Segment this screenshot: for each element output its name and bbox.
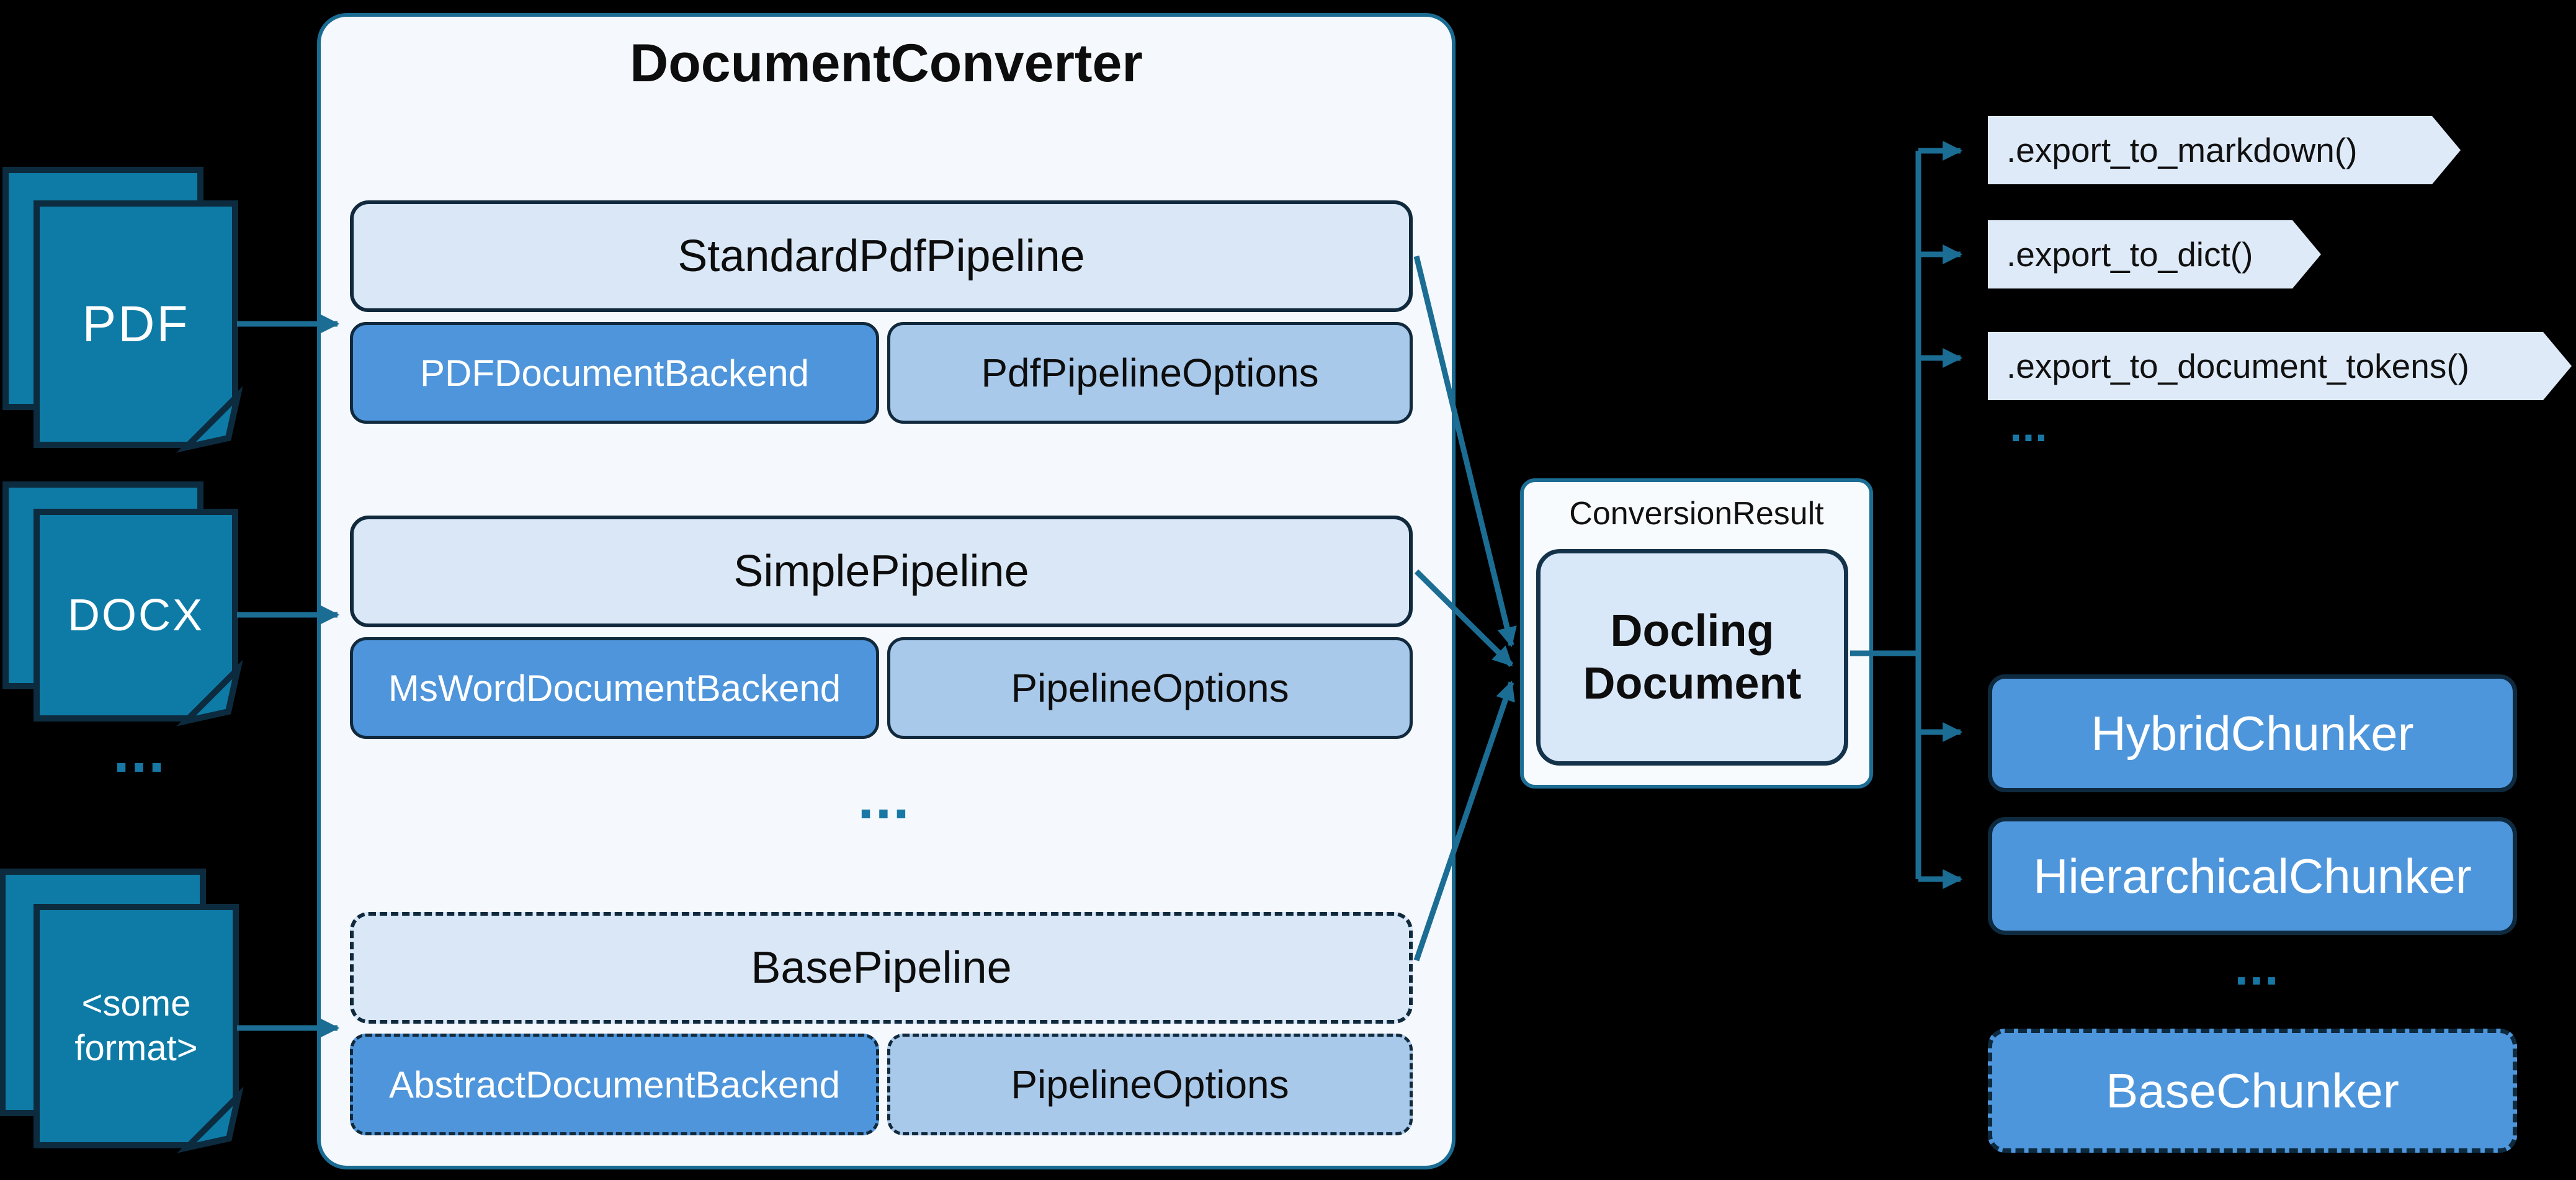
exports-ellipsis: ... <box>2010 402 2048 450</box>
chunker-hybrid-label: HybridChunker <box>2091 705 2414 761</box>
chunker-hybrid: HybridChunker <box>1988 674 2517 792</box>
pipeline-simple-label: SimplePipeline <box>733 547 1029 596</box>
someformat-label: <some format> <box>74 983 198 1069</box>
docx-label: DOCX <box>67 590 205 640</box>
chunker-hierarchical: HierarchicalChunker <box>1988 817 2517 935</box>
backend-pdf-document-label: PDFDocumentBackend <box>420 352 809 394</box>
backend-pdf-document: PDFDocumentBackend <box>350 322 879 424</box>
pipeline-base-label: BasePipeline <box>751 943 1012 993</box>
pipeline-simple: SimplePipeline <box>350 516 1413 627</box>
pipeline-standard-pdf: StandardPdfPipeline <box>350 200 1413 312</box>
options-pdf-pipeline: PdfPipelineOptions <box>887 322 1413 424</box>
export-tag-markdown-label: .export_to_markdown() <box>2006 131 2358 169</box>
options-pipeline: PipelineOptions <box>887 637 1413 739</box>
options-pipeline-label: PipelineOptions <box>1011 666 1289 710</box>
export-tag-dict: .export_to_dict() <box>1988 220 2321 288</box>
backend-abstract-document-label: AbstractDocumentBackend <box>388 1063 841 1106</box>
pipeline-standard-pdf-label: StandardPdfPipeline <box>678 231 1085 281</box>
backend-msword-document-label: MsWordDocumentBackend <box>388 667 841 709</box>
export-tag-document-tokens-label: .export_to_document_tokens() <box>2006 347 2469 385</box>
converter-ellipsis: ... <box>857 766 911 831</box>
input-ellipsis: ... <box>113 719 166 785</box>
chunkers-ellipsis: ... <box>2234 940 2280 995</box>
document-converter-title: DocumentConverter <box>630 33 1143 93</box>
backend-abstract-document: AbstractDocumentBackend <box>350 1034 879 1135</box>
export-tag-document-tokens: .export_to_document_tokens() <box>1988 332 2572 400</box>
chunker-hierarchical-label: HierarchicalChunker <box>2033 848 2472 903</box>
options-pdf-pipeline-label: PdfPipelineOptions <box>981 351 1319 395</box>
export-tag-markdown: .export_to_markdown() <box>1988 116 2461 184</box>
pipeline-base: BasePipeline <box>350 912 1413 1024</box>
export-tag-dict-label: .export_to_dict() <box>2006 235 2253 274</box>
docling-document-box: Docling Document <box>1536 549 1848 766</box>
chunker-base: BaseChunker <box>1988 1029 2517 1153</box>
chunker-base-label: BaseChunker <box>2106 1063 2399 1118</box>
backend-msword-document: MsWordDocumentBackend <box>350 637 879 739</box>
docling-document-label: Docling Document <box>1583 606 1802 708</box>
options-base-pipeline-label: PipelineOptions <box>1011 1062 1289 1107</box>
conversion-result-label: ConversionResult <box>1569 496 1824 532</box>
options-base-pipeline: PipelineOptions <box>887 1034 1413 1135</box>
pdf-label: PDF <box>82 295 190 352</box>
